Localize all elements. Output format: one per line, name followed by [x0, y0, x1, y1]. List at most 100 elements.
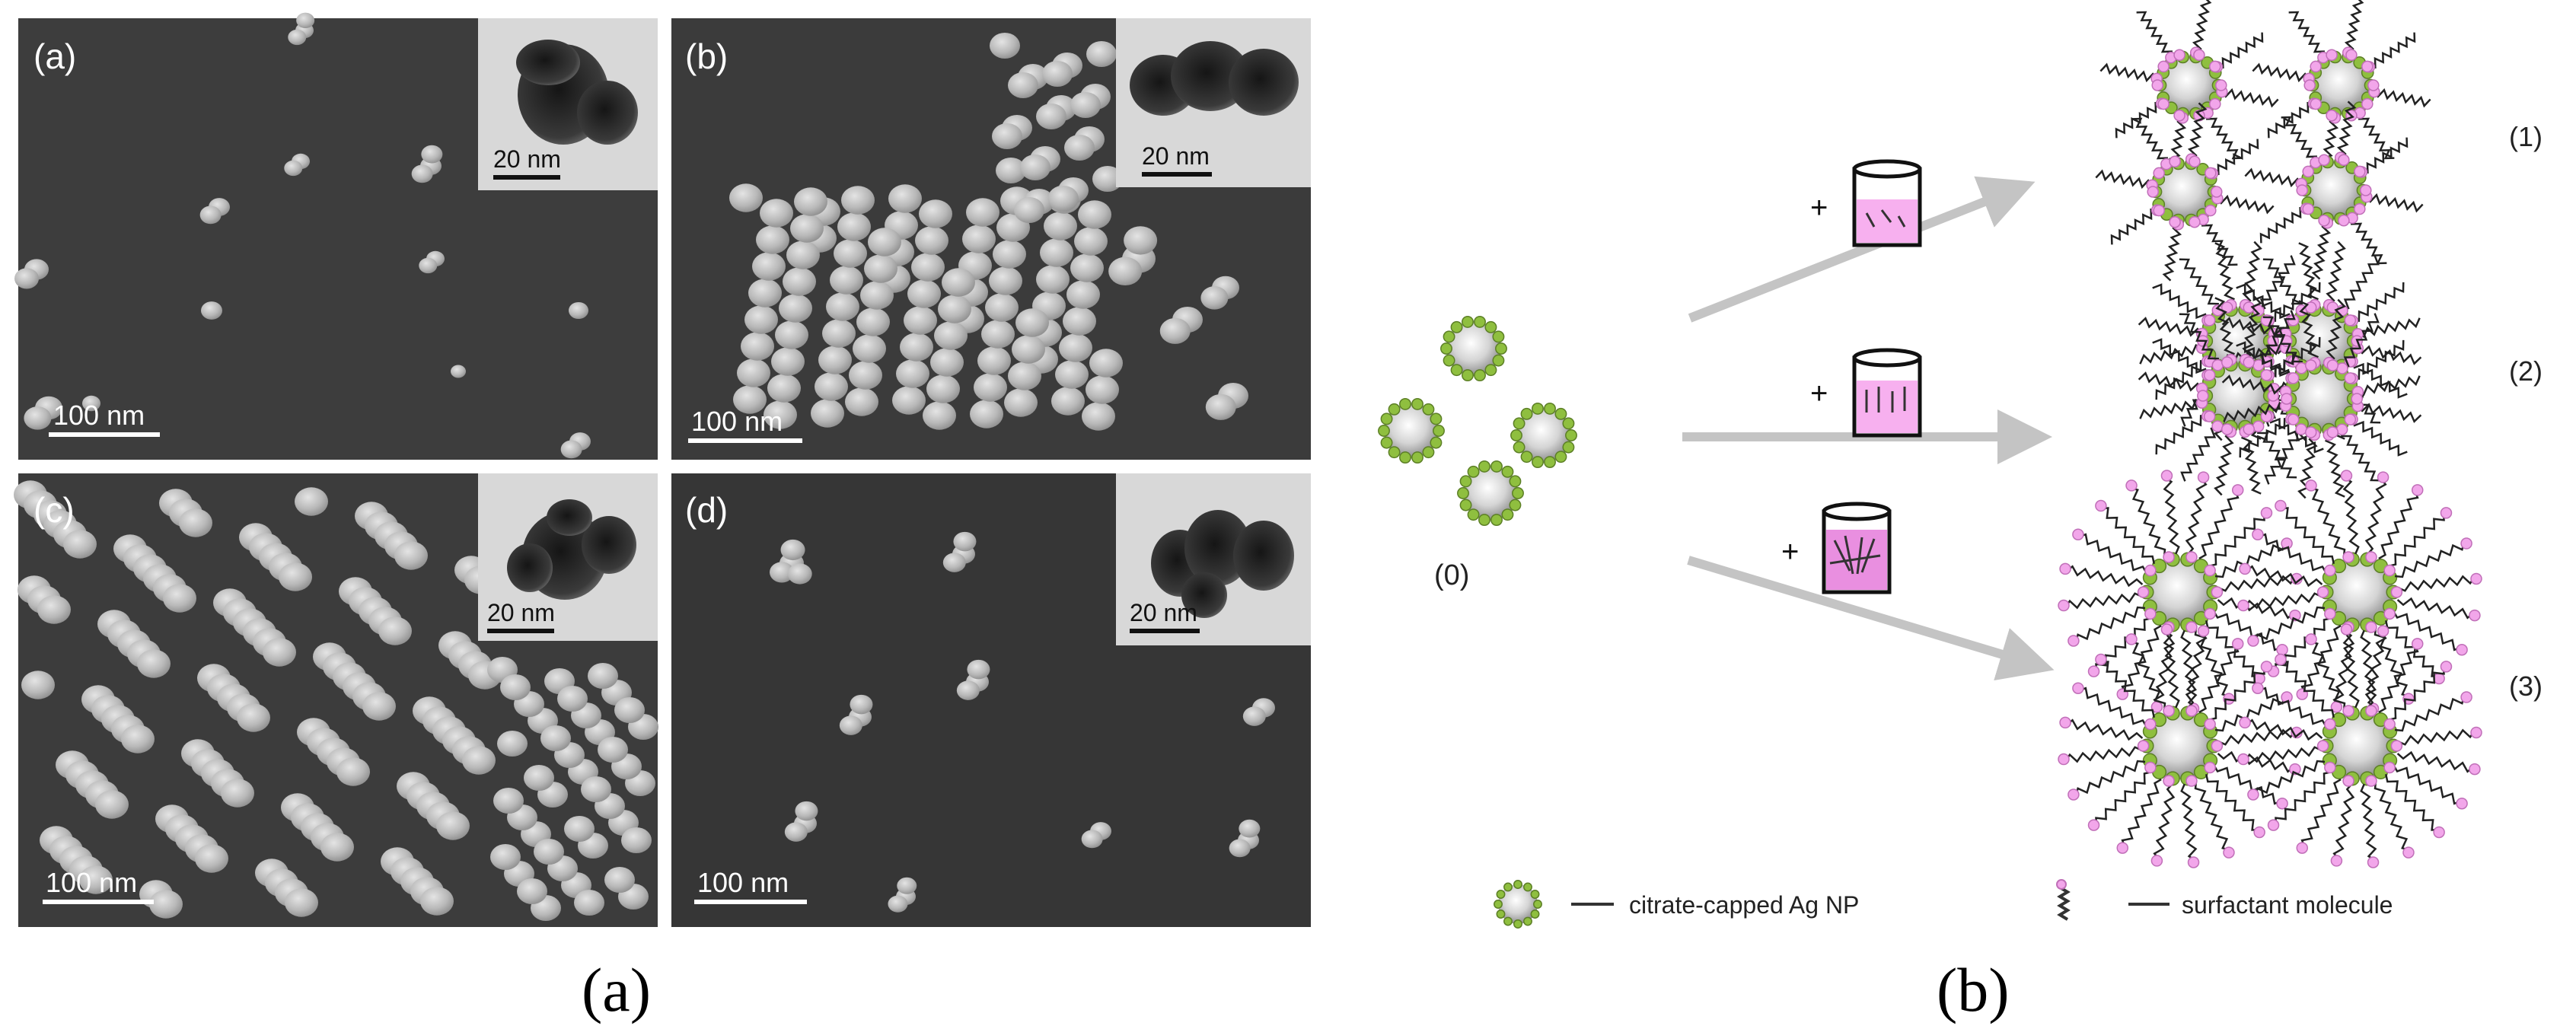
sem-grain — [811, 399, 844, 428]
sem-grain — [569, 301, 588, 320]
sem-grain — [614, 697, 645, 723]
sem-grain — [598, 737, 628, 763]
sem-grain — [996, 158, 1026, 183]
main-scale-text-b: 100 nm — [691, 406, 783, 437]
tem-grain — [582, 516, 636, 574]
sem-grain — [966, 198, 999, 227]
ag-nanoparticle — [2058, 623, 2303, 868]
sem-grain — [362, 692, 396, 721]
sem-grain — [1063, 307, 1096, 336]
ag-nanoparticle — [2221, 298, 2422, 499]
sem-grain — [534, 839, 564, 865]
sem-grain — [1070, 92, 1101, 118]
sem-grain — [285, 888, 318, 917]
sem-grain — [237, 703, 270, 732]
sem-grain — [845, 387, 878, 416]
sem-grain — [911, 253, 945, 282]
sem-grain — [993, 240, 1026, 269]
main-scale-text-c: 100 nm — [46, 867, 137, 898]
sem-grain — [977, 346, 1011, 375]
sem-grain — [1205, 393, 1236, 420]
sem-grain — [938, 295, 971, 323]
outcome-label-3: (3) — [2509, 671, 2543, 702]
sem-grain — [1004, 388, 1038, 417]
sem-grain — [974, 373, 1007, 402]
sem-grain — [451, 365, 466, 378]
arrow-to-3 — [1687, 556, 2055, 681]
sem-grain — [930, 348, 964, 377]
beaker-1: + — [1810, 159, 1922, 247]
sem-grain — [737, 358, 770, 387]
sem-grain — [524, 765, 554, 791]
sem-grain — [263, 638, 296, 667]
sem-grain — [764, 400, 797, 429]
sem-grain — [1159, 317, 1191, 344]
tem-grain — [547, 499, 592, 536]
main-scale-text-d: 100 nm — [697, 867, 789, 898]
sem-grain — [560, 440, 582, 459]
sem-grain — [420, 887, 454, 916]
sem-grain — [839, 715, 862, 735]
sem-grain — [756, 225, 789, 254]
sem-grain — [419, 257, 438, 274]
sem-grain — [822, 319, 856, 348]
caption-left: (a) — [582, 955, 651, 1024]
sem-grain — [775, 320, 808, 349]
sem-grain — [864, 254, 897, 283]
plus-sign-2: + — [1810, 377, 1828, 410]
sem-grain — [490, 844, 521, 870]
sem-grain — [1124, 226, 1158, 255]
sem-grain — [752, 252, 786, 281]
sem-grain — [201, 301, 222, 320]
tem-grain — [1181, 572, 1227, 618]
sem-grain — [919, 199, 952, 228]
sem-grain — [953, 531, 977, 552]
sem-grain — [818, 346, 852, 374]
sem-grain — [856, 307, 890, 336]
sem-grain — [1036, 104, 1066, 129]
sem-grain — [850, 694, 873, 715]
sem-grain — [493, 788, 524, 814]
sem-grain — [915, 226, 948, 255]
main-scale-bar-a — [49, 432, 160, 437]
sem-grain — [1070, 253, 1104, 282]
sem-grain — [621, 827, 652, 853]
inset-scale-bar-d — [1130, 629, 1200, 633]
sem-grain — [1242, 706, 1266, 726]
sem-grain — [14, 268, 40, 289]
sem-grain — [967, 659, 990, 680]
sem-grain — [179, 508, 212, 537]
sem-grain — [295, 487, 328, 516]
sem-grain — [462, 746, 496, 775]
sem-grain — [1066, 280, 1100, 309]
sem-grain — [934, 321, 968, 350]
sem-grain — [853, 334, 886, 363]
sem-grain — [729, 183, 763, 212]
sem-grain — [1081, 830, 1103, 849]
plus-sign-3: + — [1781, 535, 1799, 569]
sem-grain — [1014, 197, 1044, 223]
sem-grain — [1108, 256, 1143, 286]
sem-grain — [888, 184, 922, 213]
sem-grain — [288, 29, 307, 46]
main-scale-bar-d — [694, 900, 807, 904]
sem-grain — [121, 725, 155, 753]
sem-grain — [279, 562, 312, 591]
sem-grain — [1008, 362, 1041, 390]
nanoparticle-illustrations — [1378, 0, 2482, 929]
sem-grain — [826, 292, 859, 321]
sem-grain — [1086, 41, 1117, 67]
main-scale-bar-c — [43, 900, 154, 904]
sem-grain — [787, 563, 812, 585]
start-label: (0) — [1434, 559, 1469, 591]
panel-label-a: (a) — [33, 37, 76, 76]
legend-nanoparticle-label: citrate-capped Ag NP — [1629, 891, 1859, 919]
tem-grain — [507, 543, 553, 592]
sem-grain — [1040, 238, 1073, 267]
sem-grain — [394, 541, 428, 570]
sem-grain — [926, 374, 960, 403]
sem-grain — [149, 890, 183, 919]
ag-nanoparticle — [1510, 402, 1577, 469]
sem-grain — [892, 386, 926, 415]
sem-grain — [923, 401, 956, 430]
